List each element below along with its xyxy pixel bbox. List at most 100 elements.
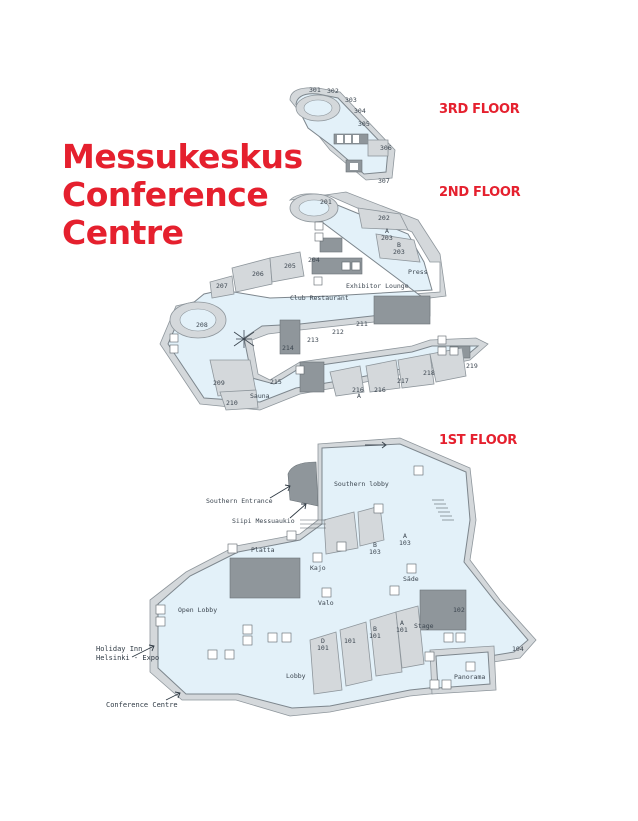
elevator-icon — [437, 335, 447, 345]
holiday-inn-label: Helsinki - Expo — [96, 654, 159, 662]
stairs-icon — [155, 616, 166, 627]
room-label: 204 — [308, 256, 320, 264]
floor-2-heading: 2ND FLOOR — [439, 185, 521, 200]
floor-2-plan: 201 202 A 203 B 203 Press 204 205 206 20… — [159, 191, 489, 411]
room-label: 211 — [356, 320, 368, 328]
toilet-icon — [443, 632, 454, 643]
room-label: 104 — [512, 645, 524, 653]
room-label: 203 — [381, 234, 393, 242]
title-line-3: Centre — [62, 213, 184, 252]
spiral-stair-icon — [233, 330, 255, 348]
stairs-icon — [169, 344, 179, 354]
room-label: 213 — [307, 336, 319, 344]
toilet-icon — [295, 365, 305, 375]
room-label: Siipi Messuaukio — [232, 517, 295, 525]
room-label: B — [373, 541, 377, 549]
room-label: 302 — [327, 87, 339, 95]
elevator-icon — [242, 624, 253, 635]
room-label: 216 — [352, 386, 364, 394]
room-label: D — [321, 637, 325, 645]
conference-centre-label: Conference Centre — [106, 701, 178, 709]
room-label: Panorama — [454, 673, 485, 681]
room-label: 307 — [378, 177, 390, 185]
toilet-icon — [345, 135, 351, 143]
elevator-icon — [155, 604, 166, 615]
toilet-icon — [341, 261, 351, 271]
room-label: A — [403, 532, 407, 540]
room-label: B — [397, 241, 401, 249]
stairs-icon — [441, 679, 452, 690]
toilet-icon — [314, 232, 324, 242]
toilet-icon — [321, 587, 332, 598]
toilet-icon — [465, 661, 476, 672]
room-label: 303 — [345, 96, 357, 104]
room-label: 202 — [378, 214, 390, 222]
arrow-icon — [131, 645, 155, 658]
room-label: 206 — [252, 270, 264, 278]
room-label: Sauna — [250, 392, 270, 400]
room-label: Exhibitor Lounge — [346, 282, 409, 290]
room-label: A — [357, 392, 361, 400]
toilet-icon — [373, 503, 384, 514]
room-label: B — [373, 625, 377, 633]
arrow-icon — [289, 503, 307, 519]
title-line-1: Messukeskus — [62, 137, 303, 176]
room-label: 208 — [196, 321, 208, 329]
toilet-icon — [455, 632, 466, 643]
floor-1-heading: 1ST FLOOR — [439, 433, 517, 448]
room-label: 209 — [213, 379, 225, 387]
cloakroom-icon — [224, 649, 235, 660]
room-label: 203 — [393, 248, 405, 256]
toilet-icon — [227, 543, 238, 554]
stairs-icon — [314, 221, 324, 231]
accessible-icon — [424, 651, 435, 662]
cloakroom-icon — [413, 465, 424, 476]
arrow-icon — [165, 692, 181, 701]
external-directions: Holiday Inn Helsinki - Expo Conference C… — [96, 484, 307, 709]
room-label: 101 — [396, 626, 408, 634]
room-label: 212 — [332, 328, 344, 336]
toilet-icon — [281, 632, 292, 643]
room-label: 306 — [380, 144, 392, 152]
toilet-icon — [449, 346, 459, 356]
map-title: Messukeskus Conference Centre — [62, 138, 303, 252]
room-label: 216 — [374, 386, 386, 394]
floor-3-heading: 3RD FLOOR — [439, 102, 520, 117]
room-label: 101 — [344, 637, 356, 645]
elevator-icon — [389, 585, 400, 596]
elevator-icon — [429, 679, 440, 690]
room-label: 215 — [270, 378, 282, 386]
info-icon — [207, 649, 218, 660]
toilet-icon — [267, 632, 278, 643]
accessible-icon — [351, 261, 361, 271]
toilet-icon — [312, 552, 323, 563]
arrow-icon — [365, 441, 387, 449]
room-label: Press — [408, 268, 428, 276]
stairs-icon — [242, 635, 253, 646]
stairs-icon — [300, 499, 454, 529]
room-label: 217 — [397, 377, 409, 385]
room-label: Southern lobby — [334, 480, 389, 488]
room-label: 101 — [369, 632, 381, 640]
holiday-inn-label: Holiday Inn — [96, 645, 142, 653]
elevator-icon — [169, 333, 179, 343]
room-label: 102 — [453, 606, 465, 614]
room-label: 201 — [320, 198, 332, 206]
room-label: A — [400, 619, 404, 627]
room-label: Stage — [414, 622, 434, 630]
room-label: 305 — [358, 120, 370, 128]
room-label: 210 — [226, 399, 238, 407]
room-label: Platta — [251, 546, 275, 554]
stairs-icon — [437, 346, 447, 356]
room-label: A — [385, 227, 389, 235]
room-label: Club Restaurant — [290, 294, 349, 302]
room-label: 103 — [369, 548, 381, 556]
room-label: 214 — [282, 344, 294, 352]
elevator-icon — [337, 135, 343, 143]
room-label: Open Lobby — [178, 606, 217, 614]
room-label: 101 — [317, 644, 329, 652]
toilet-icon — [336, 541, 347, 552]
room-label: 304 — [354, 107, 366, 115]
room-label: Lobby — [286, 672, 306, 680]
